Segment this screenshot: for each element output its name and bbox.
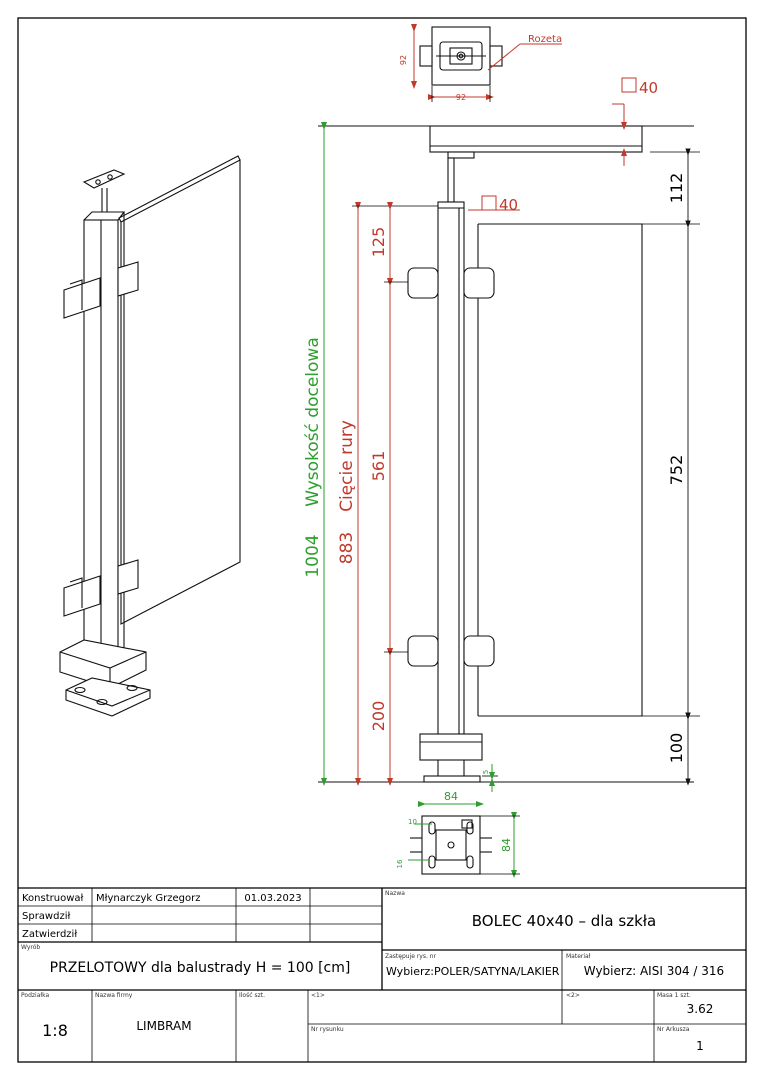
product-name: PRZELOTOWY dla balustrady H = 100 [cm]	[50, 960, 351, 976]
designer-date: 01.03.2023	[244, 893, 301, 904]
rail-profile-symbol	[621, 77, 637, 93]
firma-label: Nazwa firmy	[95, 992, 133, 999]
dim-clamp-spacing: 561	[369, 451, 388, 482]
dim-overall: 1004	[303, 534, 323, 577]
post-profile-dim: 40	[499, 196, 518, 214]
dim-base-gap: 5	[482, 770, 490, 774]
label-cut: Cięcie rury	[337, 420, 357, 512]
top-view-dim-bottom: 92	[456, 93, 466, 102]
front-view	[318, 125, 694, 783]
rail-profile-dim: 40	[639, 79, 658, 97]
podzialka-label: Podziałka	[21, 992, 49, 999]
dim-bottom-offset: 100	[667, 733, 686, 764]
top-view-rosette	[411, 24, 562, 102]
rozeta-label: Rozeta	[528, 34, 562, 45]
designer-label: Konstruował	[22, 893, 84, 904]
dim-clamp-top: 125	[369, 227, 388, 258]
mass-value: 3.62	[687, 1002, 714, 1016]
sheet-border	[17, 17, 747, 1063]
top-view-dim-side: 92	[399, 55, 408, 65]
ilosc-label: Ilość szt.	[239, 992, 265, 999]
right-dimensions	[642, 148, 700, 786]
nazwa-label: Nazwa	[385, 890, 405, 897]
sheet-number: 1	[696, 1039, 704, 1053]
field-2: <2>	[566, 992, 580, 999]
checked-label: Sprawdził	[22, 911, 70, 922]
approved-label: Zatwierdził	[22, 929, 77, 940]
post-profile-symbol	[481, 195, 497, 211]
dim-glass-height: 752	[667, 455, 686, 486]
scale-value: 1:8	[42, 1021, 68, 1040]
material-label: Materiał	[566, 953, 591, 960]
title-block	[18, 887, 746, 1062]
field-1: <1>	[311, 992, 325, 999]
zastepuje-label: Zastępuje rys. nr	[385, 953, 437, 960]
nr-rysunku-label: Nr rysunku	[311, 1026, 344, 1033]
company-value: LIMBRAM	[136, 1019, 191, 1033]
designer-name: Młynarczyk Grzegorz	[96, 893, 200, 904]
finish-value: Wybierz:POLER/SATYNA/LAKIER	[386, 965, 560, 978]
base-plate-view	[408, 801, 520, 878]
base-dim-hole: 10	[408, 818, 417, 826]
dim-clamp-bottom: 200	[369, 701, 388, 732]
label-overall: Wysokość docelowa	[303, 337, 323, 507]
drawing-title: BOLEC 40x40 – dla szkła	[472, 912, 656, 930]
dim-top-offset: 112	[667, 173, 686, 204]
masa-label: Masa 1 szt.	[657, 992, 691, 999]
base-dim-hole2: 16	[396, 859, 404, 868]
base-dim-top: 84	[444, 790, 458, 803]
dim-cut: 883	[337, 532, 357, 564]
base-dim-side: 84	[500, 838, 513, 852]
isometric-view	[59, 155, 241, 717]
wyrob-label: Wyrób	[21, 944, 40, 951]
nr-arkusza-label: Nr Arkusza	[657, 1026, 690, 1033]
material-value: Wybierz: AISI 304 / 316	[584, 964, 724, 978]
